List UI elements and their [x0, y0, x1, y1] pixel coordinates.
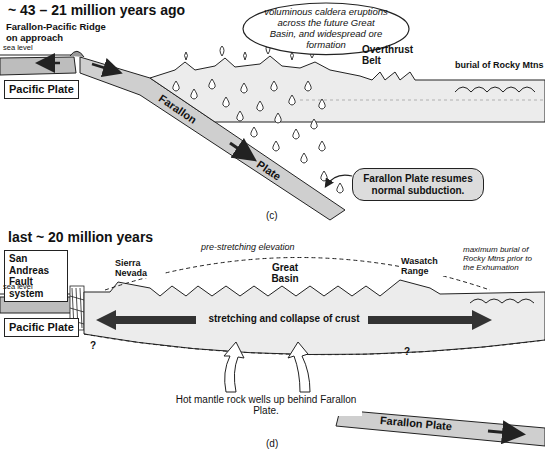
plate-label: Plate — [255, 158, 284, 183]
magma-drops — [173, 79, 343, 193]
stretched-crust — [84, 280, 545, 355]
plate-label: Farallon — [157, 92, 199, 126]
continental-crust — [150, 56, 545, 122]
note-label: maximum burial of Rocky Mtns prior to th… — [462, 246, 544, 273]
range-label: Wasatch Range — [400, 256, 452, 276]
process-label: stretching and collapse of crust — [200, 313, 368, 324]
question-mark: ? — [90, 340, 96, 351]
node-text: San Andreas Fault system — [9, 253, 63, 299]
sea-level-label: sea level — [3, 44, 33, 52]
panel-heading: ~ 43 – 21 million years ago — [8, 3, 185, 19]
farallon-plate-slab — [336, 410, 545, 446]
region-label: Overthrust Belt — [362, 44, 420, 66]
plate-box: Pacific Plate — [4, 80, 79, 99]
region-label: burial of Rocky Mtns — [455, 60, 544, 70]
question-mark: ? — [404, 346, 410, 357]
node-text: Pacific Plate — [9, 321, 74, 334]
note-label: Hot mantle rock wells up behind Farallon… — [170, 394, 362, 416]
panel-letter: (c) — [266, 210, 278, 221]
sea-level-line — [0, 55, 74, 56]
spreading-ridge — [70, 51, 84, 57]
upwelling-arrows — [224, 342, 310, 392]
fault-box: San Andreas Fault system — [4, 250, 68, 302]
pacific-plate-slab — [0, 57, 76, 75]
elevation-label: pre-stretching elevation — [200, 242, 296, 252]
plate-label: Farallon Plate — [379, 414, 452, 433]
ridge-label: Farallon-Pacific Ridge on approach — [6, 22, 106, 43]
node-text: Farallon Plate resumes normal subduction… — [361, 173, 475, 196]
sea-level-label: sea level — [3, 283, 33, 291]
range-label: Sierra Nevada — [114, 258, 164, 278]
note-box: Farallon Plate resumes normal subduction… — [352, 168, 484, 201]
leader-arrow — [326, 175, 352, 186]
region-label: Great Basin — [262, 262, 308, 284]
plate-box: Pacific Plate — [4, 318, 79, 337]
panel-heading: last ~ 20 million years — [8, 230, 153, 246]
panel-letter: (d) — [266, 438, 278, 449]
stretching-arrows — [96, 310, 492, 330]
node-text: Pacific Plate — [9, 83, 74, 96]
